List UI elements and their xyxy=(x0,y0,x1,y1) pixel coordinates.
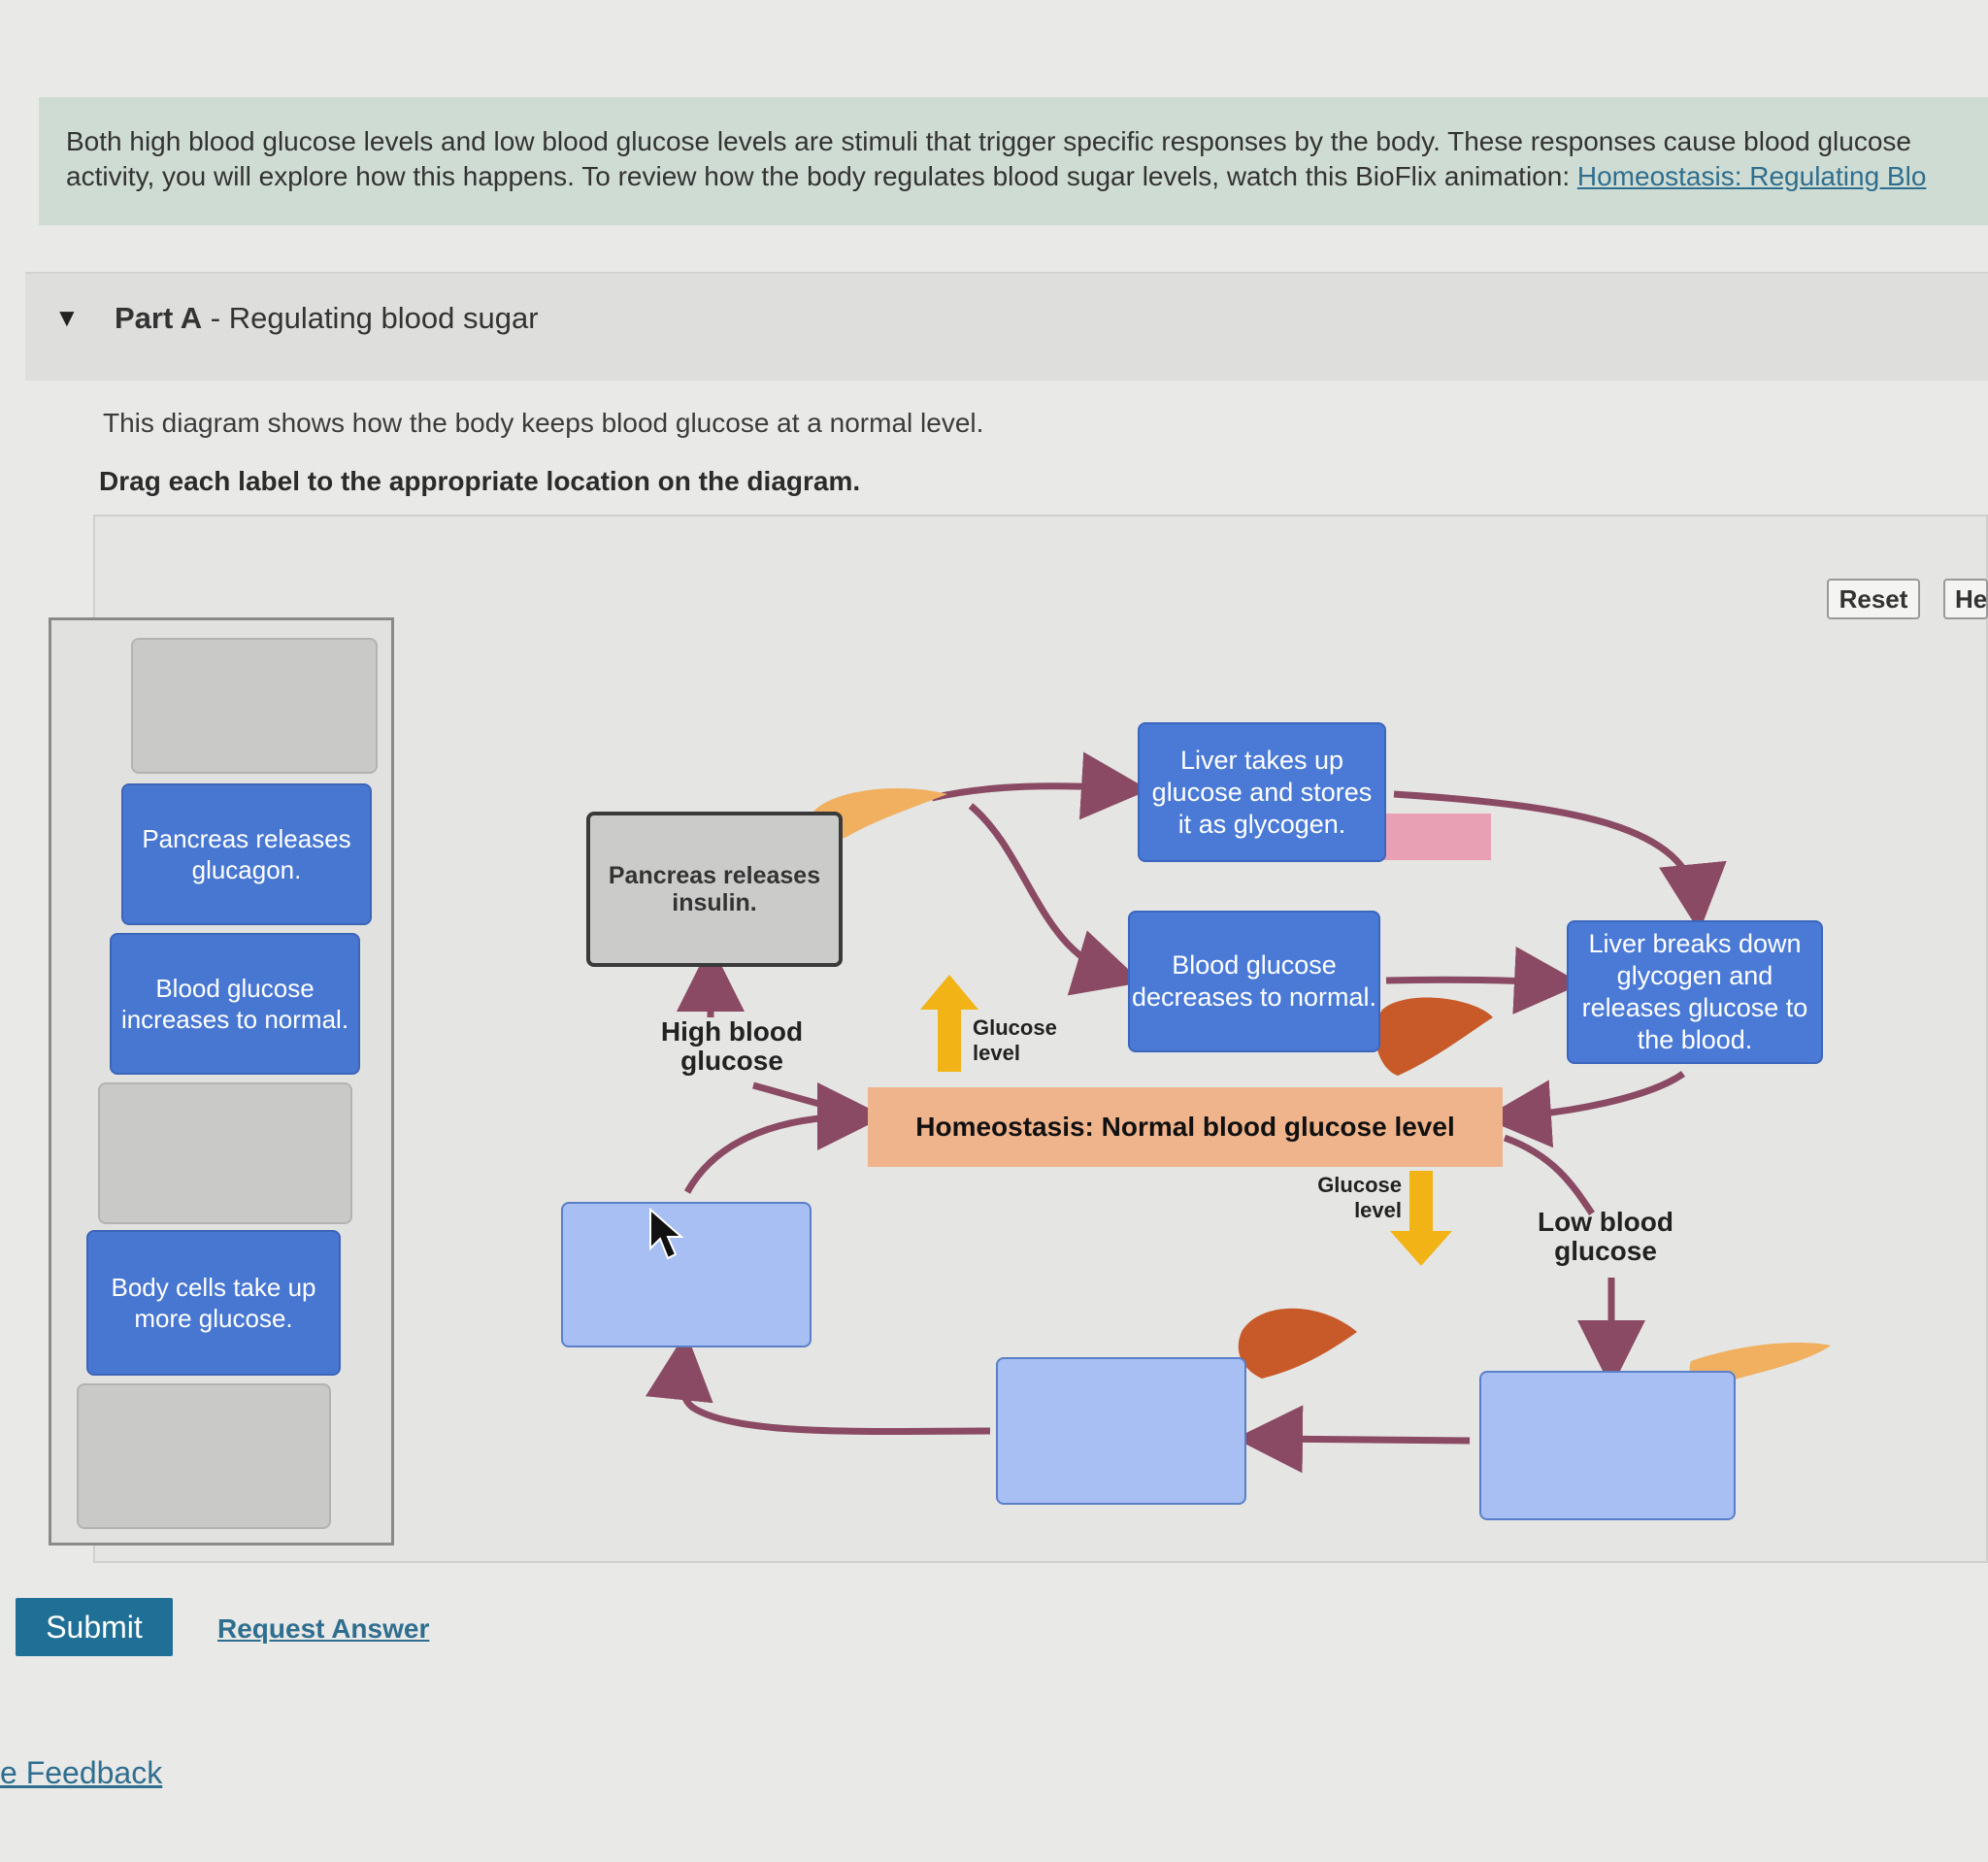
mouse-cursor-icon xyxy=(649,1208,684,1260)
arrow-target-to-target xyxy=(1235,1405,1471,1474)
drop-target-2[interactable] xyxy=(996,1357,1246,1505)
arrow-liver-to-liver-breaks xyxy=(1393,790,1727,932)
arrow-liver-breaks-to-homeostasis xyxy=(1483,1071,1686,1148)
request-answer-link[interactable]: Request Answer xyxy=(217,1613,430,1644)
intro-banner: Both high blood glucose levels and low b… xyxy=(39,97,1988,225)
submit-button[interactable]: Submit xyxy=(16,1598,173,1656)
label-bank: Pancreas releases glucagon. Blood glucos… xyxy=(49,617,394,1546)
label-glucose-level-up: Glucose level xyxy=(973,1015,1057,1065)
label-high-blood-glucose: High blood glucose xyxy=(660,1016,804,1076)
arrow-to-liver-stores xyxy=(931,751,1149,820)
drop-target-3[interactable] xyxy=(1479,1371,1736,1520)
reset-button[interactable]: Reset xyxy=(1827,579,1920,619)
arrow-target-to-homeostasis xyxy=(683,1082,885,1194)
part-title: Part A - Regulating blood sugar xyxy=(115,301,539,335)
label-blood-glucose-increases[interactable]: Blood glucose increases to normal. xyxy=(110,933,360,1075)
arrow-to-liver-breaks xyxy=(1385,947,1582,1014)
intro-line-1: Both high blood glucose levels and low b… xyxy=(66,126,1911,156)
liver-icon xyxy=(1238,997,1493,1379)
intro-line-2: activity, you will explore how this happ… xyxy=(66,161,1577,191)
bioflix-link[interactable]: Homeostasis: Regulating Blo xyxy=(1576,161,1927,191)
feedback-link[interactable]: e Feedback xyxy=(0,1755,163,1790)
help-button[interactable]: He xyxy=(1943,579,1988,619)
box-liver-stores-glycogen: Liver takes up glucose and stores it as … xyxy=(1138,722,1386,862)
arrow-to-first-target xyxy=(645,1332,991,1435)
box-liver-breaks-glycogen: Liver breaks down glycogen and releases … xyxy=(1567,920,1823,1064)
arrow-down-icon xyxy=(1390,1171,1452,1266)
box-pancreas-insulin: Pancreas releases insulin. xyxy=(586,812,843,967)
arrow-high-to-homeostasis xyxy=(752,1081,859,1116)
liver-cells-icon xyxy=(1384,814,1491,860)
box-blood-glucose-decreases: Blood glucose decreases to normal. xyxy=(1128,911,1380,1052)
arrow-homeostasis-to-low xyxy=(1503,1134,1595,1215)
empty-label-slot xyxy=(131,638,378,774)
label-glucose-level-down: Glucose level xyxy=(1317,1173,1402,1222)
triangle-down-icon[interactable]: ▼ xyxy=(54,303,80,332)
homeostasis-bar: Homeostasis: Normal blood glucose level xyxy=(868,1087,1503,1167)
drop-target-1[interactable] xyxy=(561,1202,812,1347)
empty-label-slot xyxy=(77,1383,331,1529)
arrow-up-icon xyxy=(920,975,978,1072)
diagram-description: This diagram shows how the body keeps bl… xyxy=(103,408,984,438)
label-pancreas-glucagon[interactable]: Pancreas releases glucagon. xyxy=(121,783,372,925)
label-low-blood-glucose: Low blood glucose xyxy=(1538,1207,1673,1266)
drag-instruction: Drag each label to the appropriate locat… xyxy=(99,466,861,496)
part-a-header[interactable]: ▼ Part A - Regulating blood sugar xyxy=(25,272,1988,381)
glucose-level-arrows xyxy=(920,975,1452,1266)
empty-label-slot xyxy=(98,1082,352,1224)
arrow-to-blood-decreases xyxy=(968,803,1143,996)
label-body-cells-take-up[interactable]: Body cells take up more glucose. xyxy=(86,1230,341,1376)
